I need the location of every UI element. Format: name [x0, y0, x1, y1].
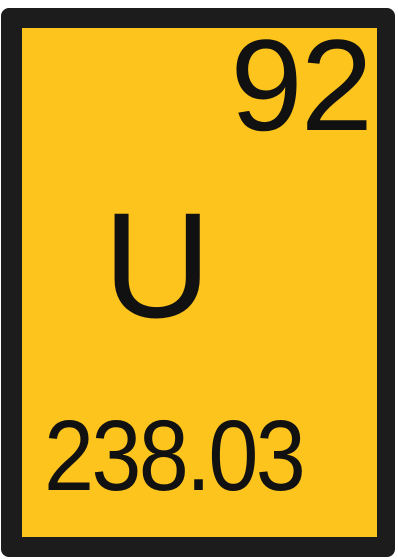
- element-tile: 92 U 238.03: [1, 8, 395, 557]
- atomic-number: 92: [230, 28, 373, 158]
- element-symbol: U: [103, 181, 212, 349]
- element-tile-face: 92 U 238.03: [22, 28, 377, 537]
- atomic-mass: 238.03: [44, 400, 306, 512]
